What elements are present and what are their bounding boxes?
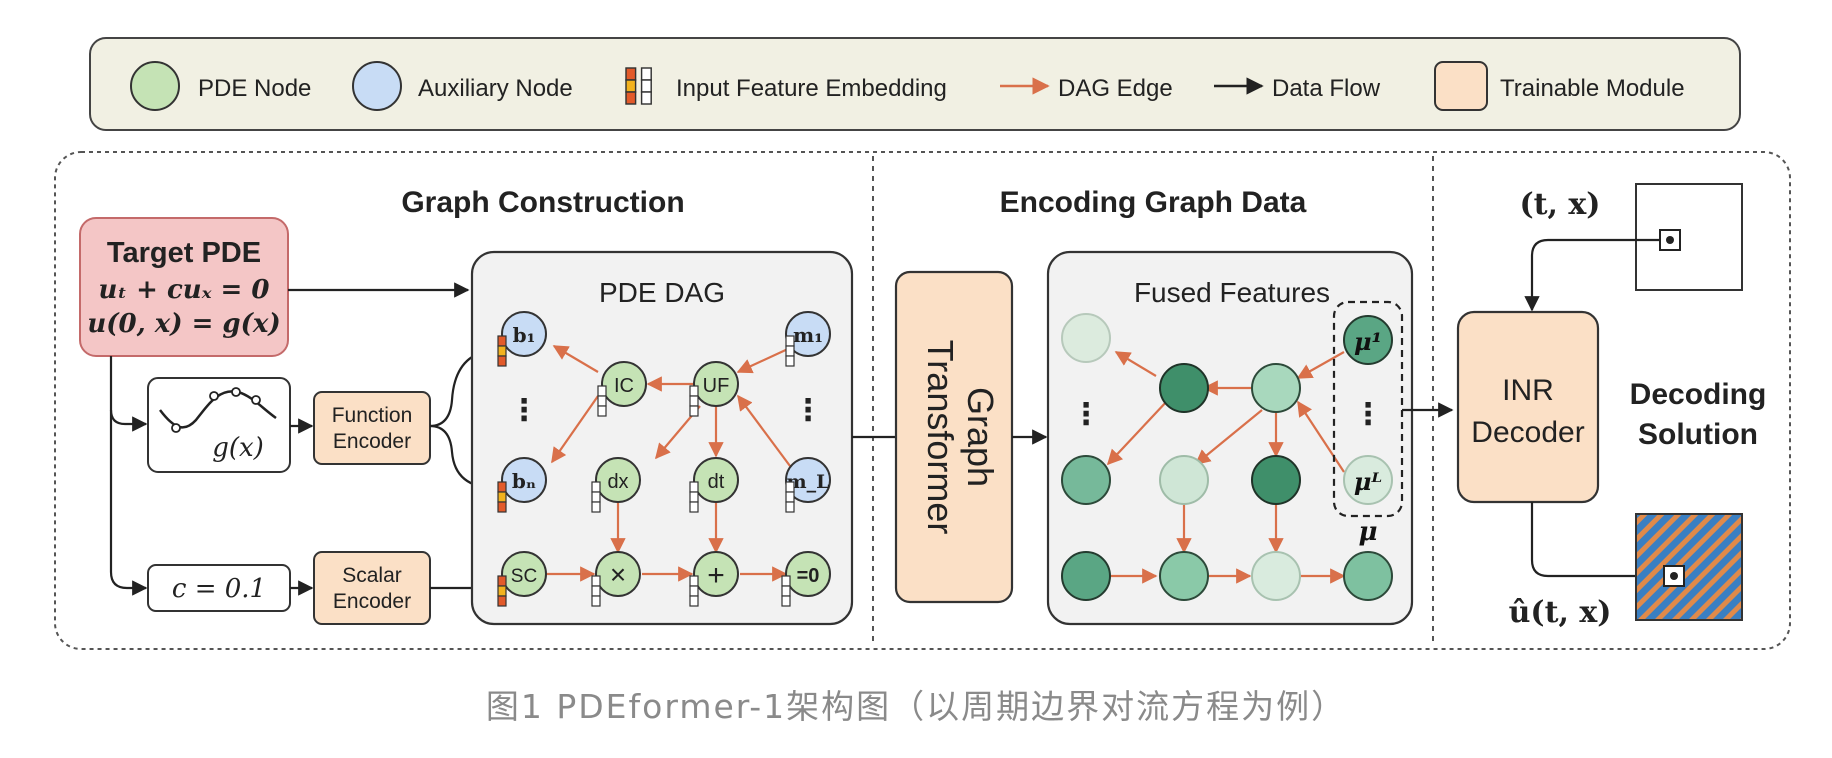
legend-dag-edge: DAG Edge (1058, 75, 1173, 102)
legend-data-flow: Data Flow (1272, 75, 1381, 102)
figure-caption: 图1 PDEformer-1架构图（以周期边界对流方程为例） (485, 687, 1347, 726)
fused-node-1 (1061, 313, 1111, 363)
legend-aux-node: Auxiliary Node (418, 75, 573, 102)
fused-node-3 (1061, 551, 1111, 601)
node-mL-label: m_L (787, 471, 830, 493)
node-bN-label: bₙ (512, 469, 536, 493)
fused-node-9 (1251, 551, 1301, 601)
fused-node-muL (1343, 455, 1393, 505)
scalar-encoder: Scalar Encoder (313, 551, 431, 625)
coords-input-label: (t, x) (1519, 187, 1600, 222)
decoding-title-line1: Decoding (1630, 378, 1767, 411)
fused-node-6 (1159, 455, 1209, 505)
function-encoder-line1: Function (332, 404, 413, 427)
target-pde-eq2: u(0, x) = g(x) (87, 309, 280, 339)
query-to-decoder-arrow (1524, 238, 1660, 312)
function-encoder: Function Encoder (313, 391, 431, 465)
node-eq0 (785, 551, 831, 597)
query-domain-box (1635, 183, 1743, 291)
node-times (595, 551, 641, 597)
function-encoder-line2: Encoder (333, 430, 411, 453)
fused-edges (1106, 351, 1346, 584)
node-m1 (785, 311, 831, 357)
fused-node-8 (1159, 551, 1209, 601)
fused-node-4 (1159, 363, 1209, 413)
node-b1 (501, 311, 547, 357)
legend-pde-node: PDE Node (198, 75, 311, 102)
node-dt-label: dt (708, 471, 725, 493)
node-times-label: × (610, 559, 626, 590)
trainable-legend-icon (1434, 61, 1488, 111)
node-plus (693, 551, 739, 597)
graph-transformer-line1: Graph (960, 387, 1001, 487)
node-sc (501, 551, 547, 597)
target-pde-box: Target PDE uₜ + cuₓ = 0 u(0, x) = g(x) (79, 217, 289, 357)
fused-node-mu1 (1343, 315, 1393, 365)
legend-input-embedding: Input Feature Embedding (676, 75, 947, 102)
function-plot-label: g(x) (212, 433, 264, 463)
output-label: û(t, x) (1509, 595, 1612, 630)
fused-node-2 (1061, 455, 1111, 505)
dag-dots-right: ⋮ (793, 394, 823, 427)
function-plot-box: g(x) (147, 377, 291, 473)
scalar-encoder-line2: Encoder (333, 590, 411, 613)
section-title-graph-construction: Graph Construction (401, 186, 684, 219)
fused-features-title: Fused Features (1134, 277, 1330, 308)
mu-group-box (1332, 300, 1404, 518)
section-title-encoding: Encoding Graph Data (1000, 186, 1307, 219)
node-sc-label: SC (511, 566, 537, 587)
muL-label: μᴸ (1354, 467, 1382, 496)
node-dx-label: dx (607, 471, 628, 493)
inr-decoder-line2: Decoder (1471, 416, 1584, 449)
node-ic (601, 361, 647, 407)
node-bN (501, 457, 547, 503)
inr-decoder-line1: INR (1502, 374, 1554, 407)
node-uf-label: UF (703, 375, 730, 397)
fused-dots-right: ⋮ (1353, 398, 1383, 431)
node-dt (693, 457, 739, 503)
solution-output-box (1635, 513, 1743, 621)
decoder-to-output-arrow (1530, 502, 1666, 584)
fused-node-5 (1251, 363, 1301, 413)
target-pde-title: Target PDE (107, 237, 261, 269)
mu1-label: μ¹ (1354, 327, 1382, 356)
node-b1-label: b₁ (513, 323, 536, 347)
target-pde-eq1: uₜ + cuₓ = 0 (99, 275, 270, 305)
aux-node-legend-icon (352, 61, 402, 111)
node-mL (785, 457, 831, 503)
inr-decoder: INR Decoder (1456, 310, 1600, 504)
node-eq0-label: =0 (797, 565, 820, 587)
legend-bar: PDE Node Auxiliary Node Input Feature Em… (89, 37, 1741, 131)
pde-dag-panel: PDE DAG b₁ bₙ m₁ m_L IC UF (470, 250, 854, 626)
scalar-encoder-line1: Scalar (342, 564, 402, 587)
decoding-title-line2: Solution (1638, 418, 1758, 451)
dag-dots-left: ⋮ (509, 394, 539, 427)
fused-node-7 (1251, 455, 1301, 505)
graph-transformer: Graph Transformer (894, 270, 1014, 604)
fused-features-panel: Fused Features μ¹ μᴸ ⋮ ⋮ (1046, 250, 1414, 626)
node-m1-label: m₁ (793, 323, 823, 347)
node-plus-label: + (707, 559, 725, 592)
node-uf (693, 361, 739, 407)
mu-label: μ (1358, 517, 1377, 547)
legend-trainable: Trainable Module (1500, 75, 1685, 102)
fused-dots-left: ⋮ (1071, 398, 1101, 431)
pde-node-legend-icon (130, 61, 180, 111)
graph-transformer-line2: Transformer (920, 340, 961, 535)
pde-dag-title: PDE DAG (599, 277, 725, 308)
node-dx (595, 457, 641, 503)
scalar-value-box: c = 0.1 (147, 564, 291, 612)
scalar-value: c = 0.1 (172, 574, 266, 604)
fused-node-10 (1343, 551, 1393, 601)
node-ic-label: IC (614, 375, 634, 397)
